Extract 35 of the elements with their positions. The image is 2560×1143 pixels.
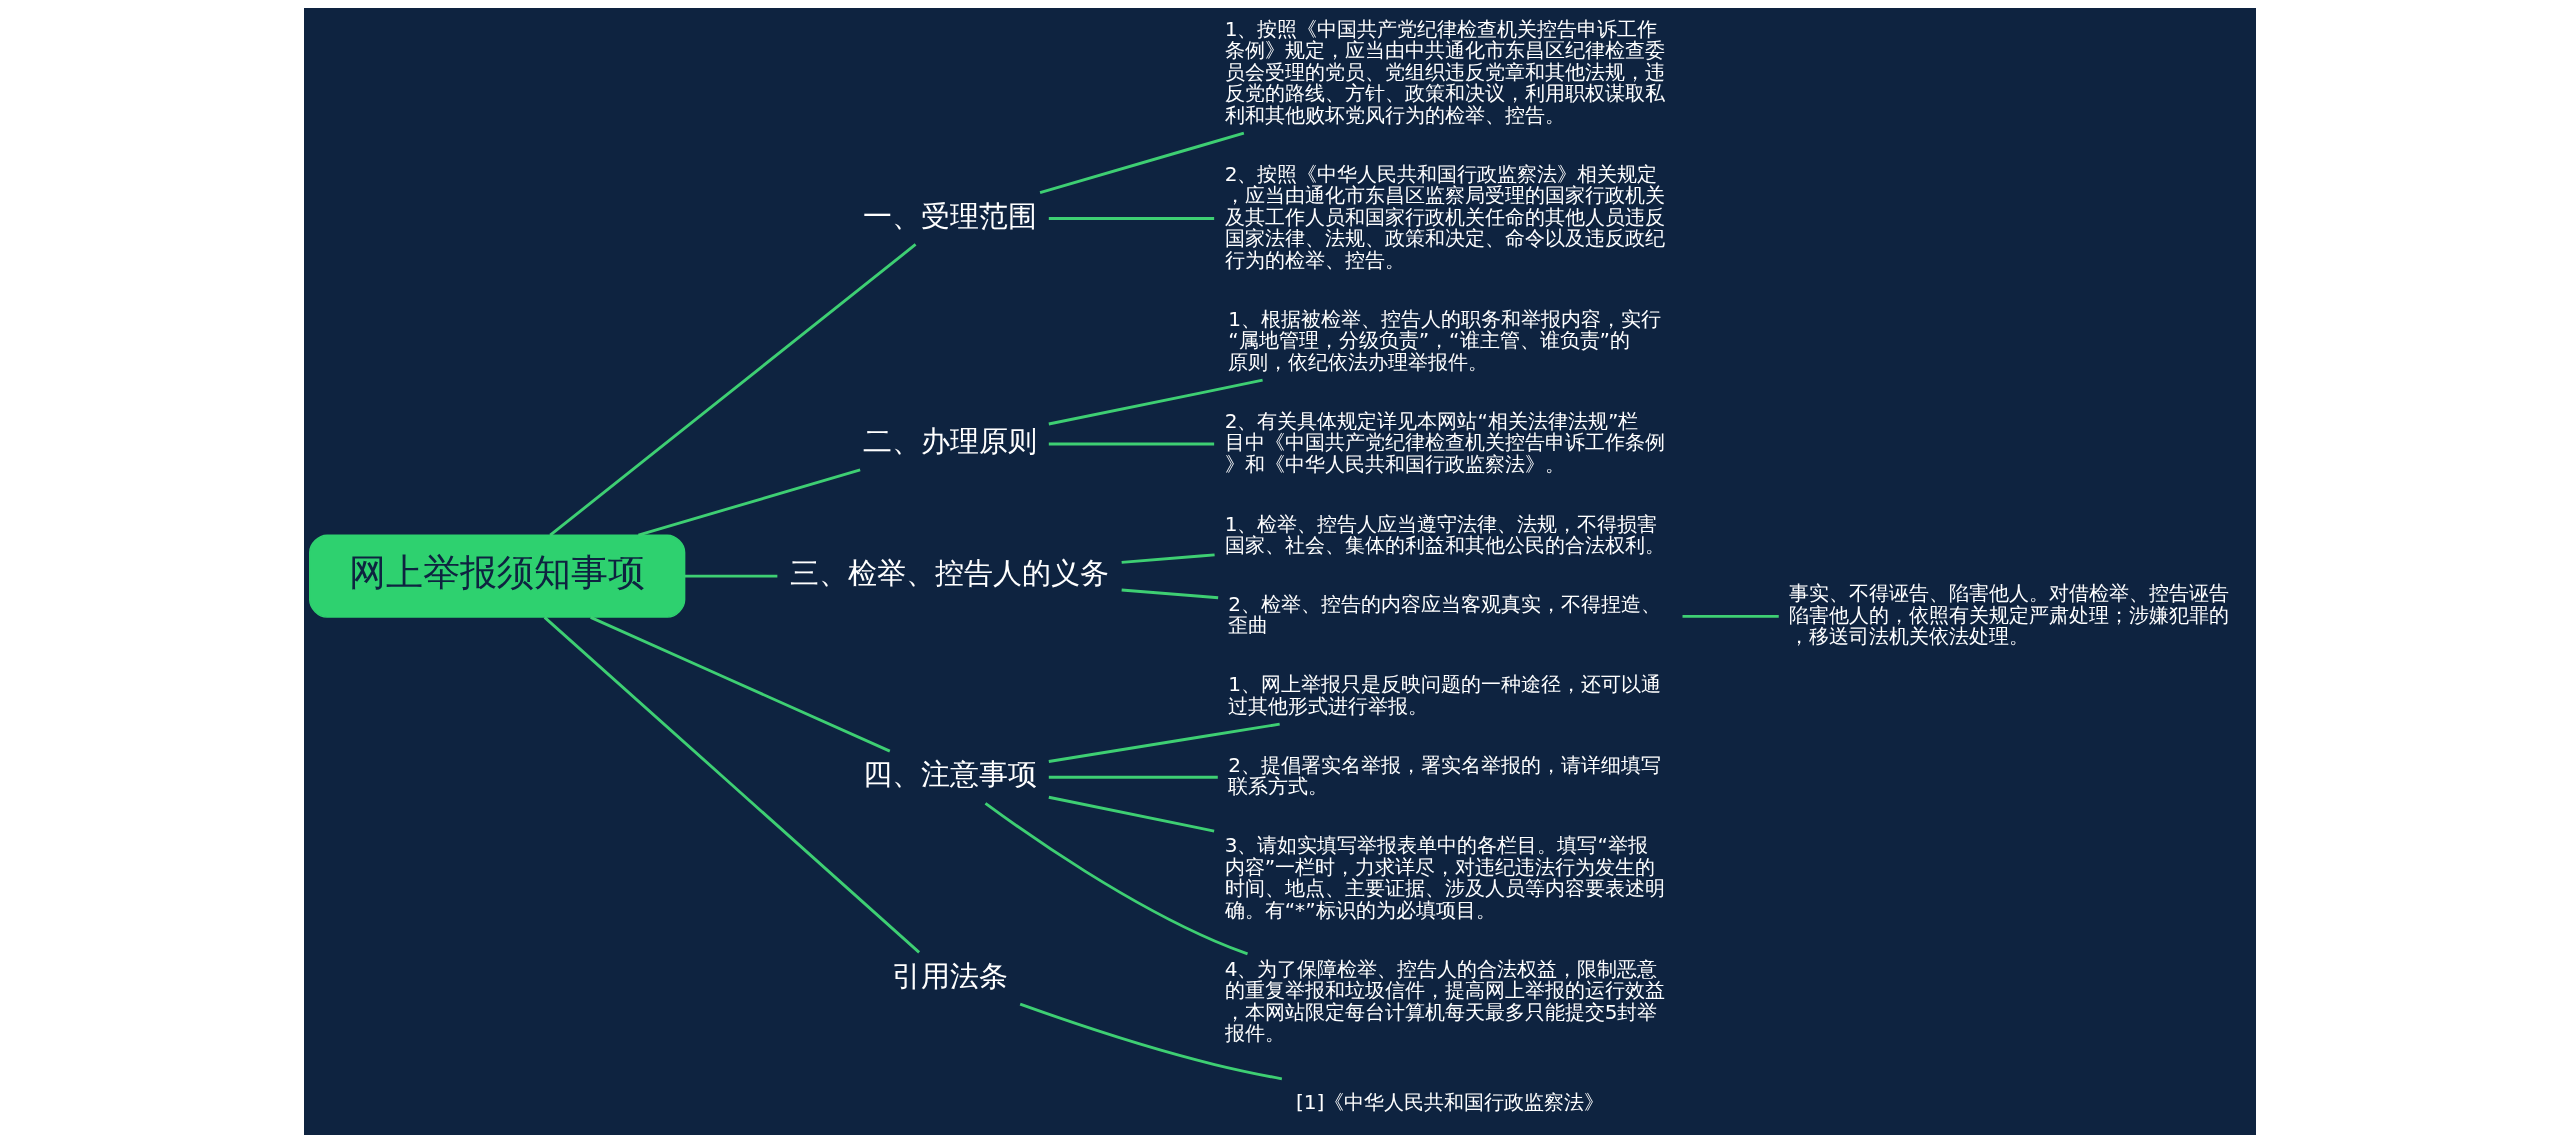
connector: [1048, 442, 1215, 446]
node-text: 2、按照《中华人民共和国行政监察法》相关规定，应当由通化市东昌区监察局受理的国家行政机关及其工作人员和国家行政机关任命的其他人员违反国家法律、法规、政策和决定、命令以及违反政纪行为的检举、控告。: [1224, 161, 1665, 272]
connector: [1048, 217, 1215, 220]
node-text: 3、请如实填写举报表单中的各栏目。填写“举报内容”一栏时，力求详尽，对违纪违法行为发生的时间、地点、主要证据、涉及人员等内容要表述明确。有“*”标识的为必填项目。: [1224, 833, 1665, 922]
node-text: 1、按照《中国共产党纪律检查机关控告申诉工作条例》规定，应当由中共通化市东昌区纪律检查委员会受理的党员、党组织违反党章和其他法规，违反党的路线、方针、政策和决议，利用职权谋取私利和其他败坏党风行为的检举、控告。: [1224, 16, 1665, 127]
node-text: [1]《中华人民共和国行政监察法》: [1295, 1089, 1605, 1114]
connector: [1121, 588, 1219, 600]
node-text: 二、办理原则: [862, 424, 1037, 459]
node-text: 四、注意事项: [862, 757, 1037, 792]
node-text: 1、网上举报只是反映问题的一种途径，还可以通过其他形式进行举报。: [1228, 672, 1662, 718]
node-text: 事实、不得诬告、陷害他人。对借检举、控告诬告陷害他人的，依照有关规定严肃处理；涉嫌犯罪的，移送司法机关依法处理。: [1789, 581, 2230, 649]
connector: [984, 802, 1249, 956]
node-text: 1、根据被检举、控告人的职务和举报内容，实行“属地管理，分级负责”，“谁主管、谁负责”的原则，依纪依法办理举报件。: [1228, 306, 1662, 374]
connector: [684, 574, 778, 578]
connector: [590, 616, 891, 753]
connector: [638, 468, 861, 537]
connector: [1048, 378, 1263, 426]
connector: [1682, 614, 1779, 618]
connector: [1121, 553, 1215, 564]
connector: [1048, 795, 1215, 833]
connector: [549, 243, 917, 537]
node-text: 1、检举、控告人应当遵守法律、法规，不得损害国家、社会、集体的利益和其他公民的合法权利。: [1224, 511, 1665, 558]
node-text: 2、检举、控告的内容应当客观真实，不得捏造、歪曲: [1228, 591, 1662, 638]
node-box: 网上举报须知事项: [309, 534, 686, 618]
node-text: 4、为了保障检举、控告人的合法权益，限制恶意的重复举报和垃圾信件，提高网上举报的运行效益，本网站限定每台计算机每天最多只能提交5封举报件。: [1224, 956, 1665, 1046]
node-text: 引用法条: [891, 958, 1008, 993]
connector: [1019, 1002, 1283, 1081]
connector: [1048, 775, 1218, 779]
connector: [1039, 131, 1245, 194]
node-text: 2、有关具体规定详见本网站“相关法律法规”栏目中《中国共产党纪律检查机关控告申诉工作条例》和《中华人民共和国行政监察法》。: [1224, 408, 1665, 476]
connector: [543, 616, 921, 954]
node-text: 一、受理范围: [862, 198, 1037, 233]
node-text: 2、提倡署实名举报，署实名举报的，请详细填写联系方式。: [1228, 752, 1662, 799]
node-text: 三、检举、控告人的义务: [790, 556, 1110, 591]
connector: [1048, 722, 1280, 763]
